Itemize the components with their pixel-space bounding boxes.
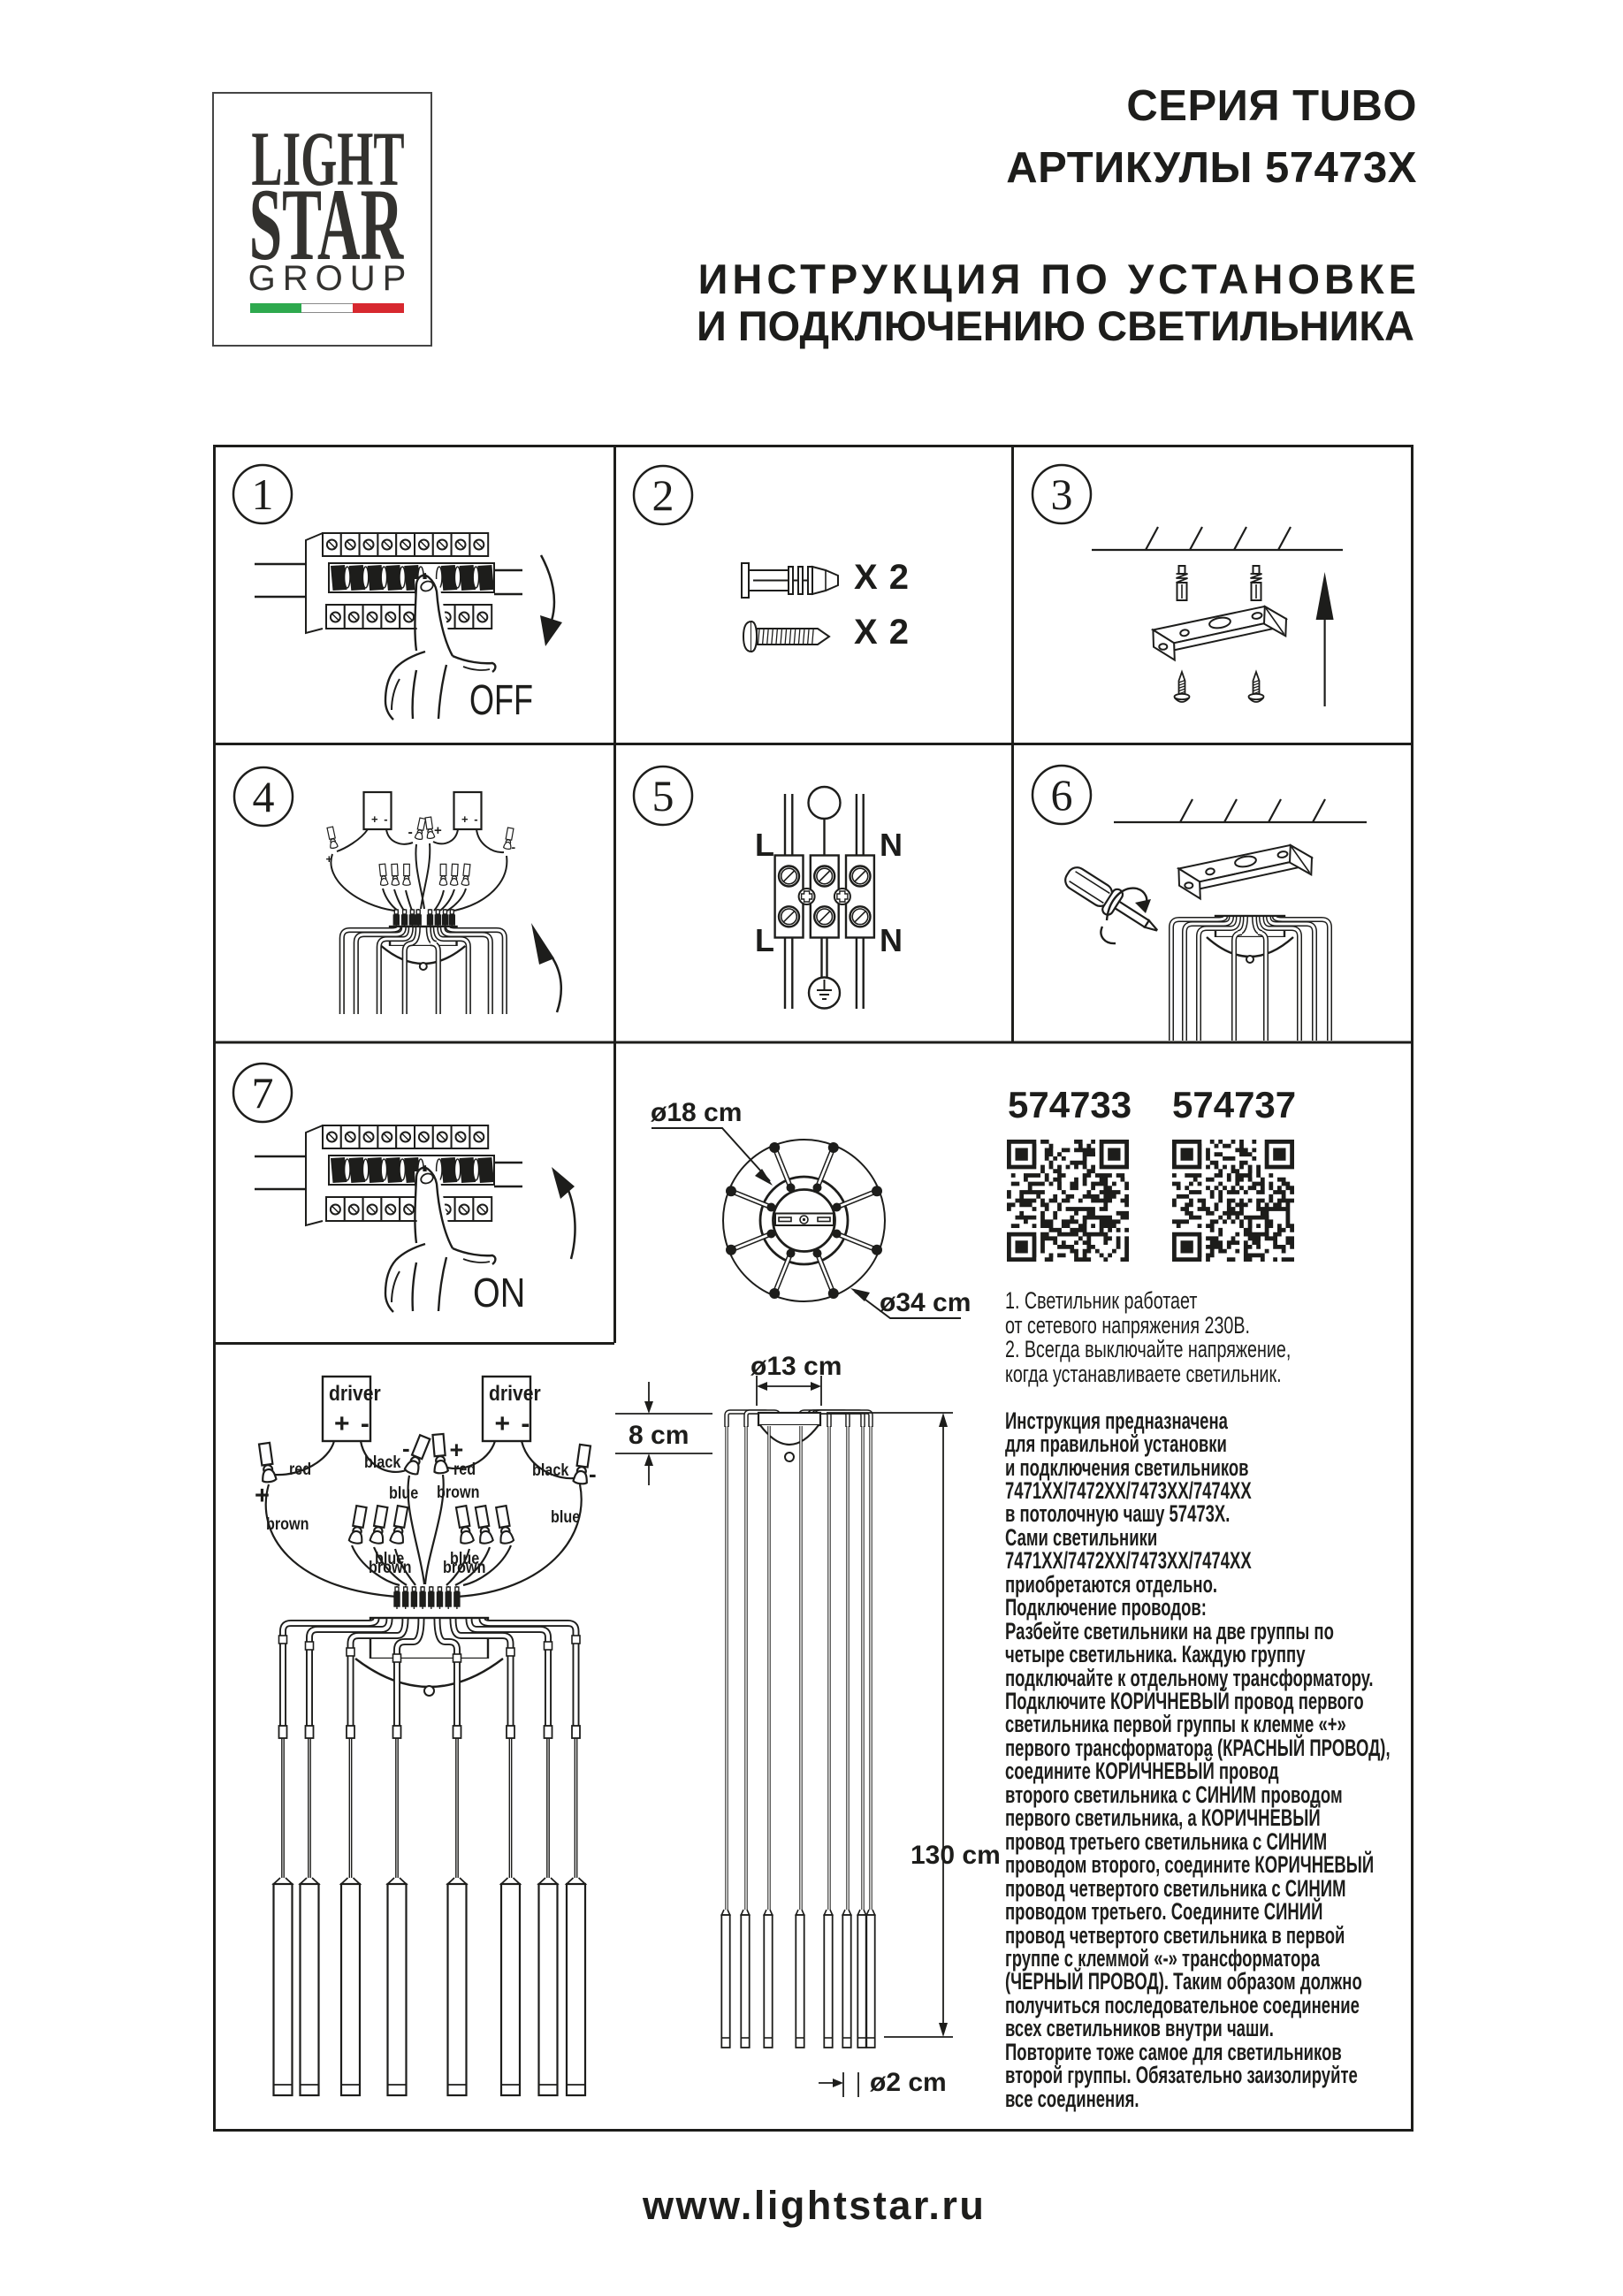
svg-text:1: 1 [252,469,274,519]
svg-text:7: 7 [252,1068,274,1117]
svg-text:6: 6 [1051,770,1073,820]
svg-text:3: 3 [1051,469,1073,519]
svg-text:5: 5 [652,771,674,820]
svg-text:4: 4 [253,772,275,821]
svg-text:2: 2 [652,470,674,520]
